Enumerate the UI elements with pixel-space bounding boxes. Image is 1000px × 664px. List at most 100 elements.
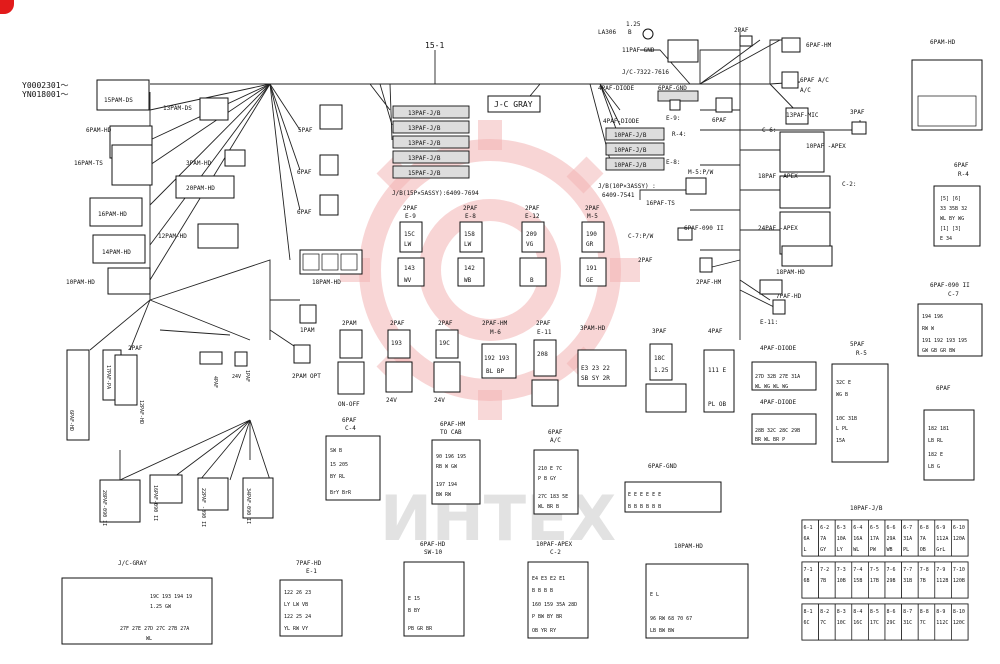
svg-text:24V: 24V [232,374,241,380]
jb-cell-value: 112C [936,620,948,626]
jb-cell-value: 7A [820,536,826,542]
jb-cell-value: 31A [903,536,912,542]
svg-text:RW W: RW W [922,326,935,332]
svg-text:C-7: C-7 [948,291,959,298]
svg-text:E 34: E 34 [940,236,952,242]
svg-text:6PAF: 6PAF [954,162,969,169]
jb-cell-id: 7-8 [920,567,929,573]
svg-text:BW RW: BW RW [436,492,452,498]
jb-cell-id: 6-10 [953,525,965,531]
svg-text:191 192 193 195: 191 192 193 195 [922,338,967,344]
svg-text:16PAM-TS: 16PAM-TS [74,160,103,167]
connector-13pam-ds [199,97,229,121]
svg-text:E L: E L [650,592,659,598]
svg-text:143: 143 [404,265,415,272]
jb-cell-value: 7B [820,578,826,584]
svg-text:B B B B B B: B B B B B B [628,504,661,510]
svg-text:4PAF-DIODE: 4PAF-DIODE [603,118,640,125]
connector-22paf-090 [197,477,229,511]
svg-text:18PAM-HD: 18PAM-HD [312,279,341,286]
jb-cell-id: 8-3 [837,609,846,615]
row2-connectors: 2PAM ON-OFF 2PAF 193 24V 2PAF 19C 24V 2P… [337,320,735,413]
jb-cell-id: 7-9 [936,567,945,573]
jb-cell-value: 120C [953,620,965,626]
svg-text:C-2: C-2 [550,549,561,556]
svg-text:12PAF-HD: 12PAF-HD [138,400,144,424]
svg-text:WV: WV [404,277,412,284]
jb-cell-value: 7C [920,620,926,626]
svg-text:LW: LW [464,241,472,248]
svg-text:C-6:: C-6: [762,127,776,134]
serial-line-1: Y0002301～ [22,81,69,90]
svg-text:E E E E E E: E E E E E E [628,492,661,498]
svg-text:24V: 24V [386,397,397,404]
svg-text:2PAM: 2PAM [342,320,357,327]
connector-14pam-hd [92,234,146,264]
svg-text:194 196: 194 196 [922,314,943,320]
svg-text:SB SY 2R: SB SY 2R [581,375,610,382]
svg-text:13PAF-MIC: 13PAF-MIC [786,112,819,119]
connector-2paf-e8: 2PAF E-8 158 LW 142 WB [457,205,485,287]
svg-text:E-12: E-12 [525,213,540,220]
jb-cell-value: 29C [887,620,896,626]
connector-16pam-hd [89,197,143,227]
svg-text:WL BY WG: WL BY WG [940,216,964,222]
svg-text:2PAF: 2PAF [403,205,418,212]
svg-text:R-4: R-4 [958,171,969,178]
svg-text:122 26 23: 122 26 23 [284,590,311,596]
svg-text:182 E: 182 E [928,452,943,458]
connector-34paf-090 [242,477,274,519]
svg-text:2PAF: 2PAF [438,320,453,327]
connector-12pam-hd [197,223,239,249]
jb-cell [951,603,969,641]
svg-text:1.25 GW: 1.25 GW [150,604,172,610]
svg-text:6PAF-HD: 6PAF-HD [68,410,74,431]
jb-cell-id: 7-6 [887,567,896,573]
svg-text:4PAF-DIODE: 4PAF-DIODE [760,345,797,352]
svg-text:WL BR B: WL BR B [538,504,559,510]
svg-text:C-7:P/W: C-7:P/W [628,233,654,240]
svg-text:192 193: 192 193 [484,355,510,362]
svg-text:6409-7541: 6409-7541 [602,192,635,199]
svg-text:6PAM-HD: 6PAM-HD [86,127,112,134]
svg-text:OB YR RY: OB YR RY [532,628,556,634]
jb-cell-value: 10B [837,578,846,584]
svg-text:27C 183 5E: 27C 183 5E [538,494,568,500]
svg-text:90 196 195: 90 196 195 [436,454,466,460]
svg-text:12PAM-HD: 12PAM-HD [158,233,187,240]
svg-text:P B GY: P B GY [538,476,556,482]
svg-text:6PAF-090 II: 6PAF-090 II [684,225,724,232]
svg-text:2PAF: 2PAF [536,320,551,327]
svg-text:6PAF: 6PAF [712,117,727,124]
svg-text:15PAF-J/B: 15PAF-J/B [408,170,441,177]
left-connector-labels: 15PAM-DS 13PAM-DS 6PAM-HD 16PAM-TS 3PAM-… [66,97,341,527]
jb-grid: 10PAF-J/B 6-16AL6-27AGY6-310ALY6-416AWL6… [801,505,969,641]
svg-text:BY RL: BY RL [330,474,345,480]
svg-text:28PAF-090 II: 28PAF-090 II [101,490,107,526]
svg-text:BR WL BR P: BR WL BR P [755,437,785,443]
svg-text:24PAF -APEX: 24PAF -APEX [758,225,798,232]
svg-text:5PAF: 5PAF [298,127,313,134]
svg-text:LB RL: LB RL [928,438,943,444]
svg-text:[5] [6]: [5] [6] [940,196,961,202]
svg-text:193: 193 [391,340,402,347]
jb-cell-id: 6-7 [903,525,912,531]
jb-cell-value: 120A [953,536,965,542]
svg-text:J/B(10P×3ASSY) :: J/B(10P×3ASSY) : [598,183,656,190]
svg-text:13PAF-J/B: 13PAF-J/B [408,125,441,132]
svg-text:158: 158 [464,231,475,238]
connector-28paf-090 [99,479,141,523]
jb-cell-value: 17C [870,620,879,626]
svg-text:C-4: C-4 [345,425,356,432]
jb-cell-id: 8-7 [903,609,912,615]
svg-text:PB GR BR: PB GR BR [408,626,433,632]
jb-cell-value: 7B [920,578,926,584]
svg-text:190: 190 [586,231,597,238]
harness-main-id: 15-1 [425,41,444,50]
svg-text:6PAF: 6PAF [936,385,951,392]
svg-text:34PAF-090 II: 34PAF-090 II [245,488,251,524]
svg-text:3PAF: 3PAF [652,328,667,335]
svg-text:7PAF-HD: 7PAF-HD [776,293,802,300]
svg-text:14PAM-HD: 14PAM-HD [102,249,131,256]
svg-text:LA306: LA306 [598,29,616,36]
